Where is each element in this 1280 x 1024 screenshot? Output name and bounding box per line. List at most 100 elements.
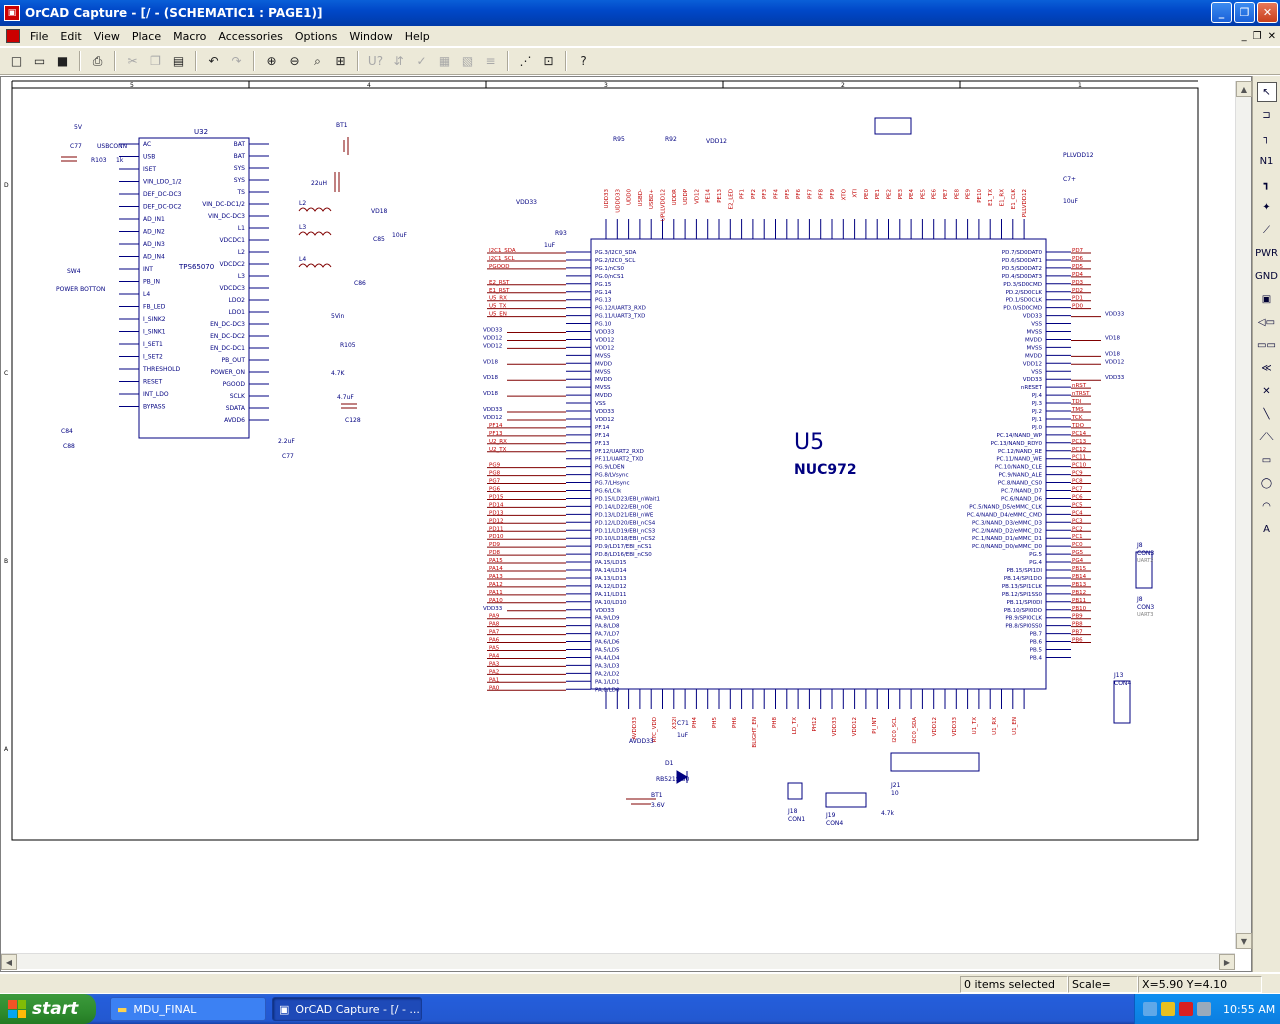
toolbar-separator	[195, 51, 197, 71]
drc-icon[interactable]: ✓	[416, 54, 427, 68]
menu-edit[interactable]: Edit	[60, 29, 82, 43]
place-bus-entry-icon[interactable]: ⟋	[1263, 224, 1270, 236]
back-annotate-icon[interactable]: ⇵	[393, 54, 404, 68]
place-power-icon[interactable]: PWR	[1255, 247, 1278, 259]
zoom-all-icon[interactable]: ⊞	[335, 54, 346, 68]
place-text-icon[interactable]: A	[1263, 523, 1270, 535]
clock[interactable]: 10:55 AM	[1223, 1002, 1276, 1016]
zoom-area-icon[interactable]: ⌕	[314, 53, 321, 68]
menu-place[interactable]: Place	[131, 29, 162, 43]
u5-pin-label: PF.13	[595, 441, 610, 447]
zoom-in-icon[interactable]: ⊕	[266, 54, 277, 68]
u5-pin-label: PC.1/NAND_D1/eMMC_D1	[972, 536, 1042, 542]
place-hierarchical-port-icon[interactable]: ◁▭	[1257, 316, 1276, 328]
menu-window[interactable]: Window	[349, 29, 393, 43]
place-rectangle-icon[interactable]: ▭	[1261, 454, 1272, 466]
u32-pin-label: VIN_DC-DC3	[208, 213, 245, 220]
start-button[interactable]: start	[0, 994, 96, 1024]
menu-accessories[interactable]: Accessories	[218, 29, 283, 43]
scroll-up-button[interactable]: ▲	[1236, 81, 1252, 97]
doc-minimize-button[interactable]: _	[1241, 30, 1247, 42]
tray-arrow-icon[interactable]	[1143, 1002, 1157, 1016]
net-label: PB10	[1072, 606, 1087, 612]
scroll-right-button[interactable]: ▶	[1219, 954, 1235, 970]
redo-icon[interactable]: ↷	[231, 54, 242, 68]
u32-pin-label: L4	[143, 291, 150, 298]
zone-top-label: 2	[841, 82, 845, 89]
u5-pin-label: PA.13/LD13	[595, 576, 627, 582]
horizontal-scrollbar[interactable]: ◀ ▶	[1, 953, 1235, 970]
zoom-out-icon[interactable]: ⊖	[289, 54, 300, 68]
component-label: C86	[354, 280, 366, 287]
place-hierarchical-block-icon[interactable]: ▣	[1261, 293, 1272, 305]
u5-pin-label: MVDD	[595, 377, 612, 383]
print-icon[interactable]: ⎙	[92, 53, 103, 68]
save-icon[interactable]: ■	[56, 54, 69, 68]
scroll-down-button[interactable]: ▼	[1236, 933, 1252, 949]
snap-to-grid-icon[interactable]: ⋰	[519, 54, 532, 68]
place-part-icon[interactable]: ⊐	[1262, 109, 1271, 121]
place-no-connect-icon[interactable]: ✕	[1262, 385, 1271, 397]
u5-pin-label: MVDD	[1025, 353, 1042, 359]
security-shield-icon[interactable]	[1161, 1002, 1175, 1016]
document-icon[interactable]	[6, 29, 20, 43]
doc-close-button[interactable]: ✕	[1267, 30, 1276, 42]
place-ellipse-icon[interactable]: ◯	[1260, 477, 1273, 489]
select-tool-icon[interactable]: ↖	[1256, 82, 1277, 102]
annotate-icon[interactable]: U?	[367, 54, 384, 68]
cut-icon[interactable]: ✂	[127, 54, 138, 68]
netlist-icon[interactable]: ▦	[438, 54, 451, 68]
place-wire-icon[interactable]: ┐	[1263, 132, 1270, 144]
menu-options[interactable]: Options	[294, 29, 338, 43]
u32-pin-label: SDATA	[226, 405, 246, 412]
copy-icon[interactable]: ❐	[150, 54, 161, 68]
place-line-icon[interactable]: ╲	[1263, 408, 1270, 420]
bom-icon[interactable]: ≡	[485, 54, 496, 68]
net-label: PG5	[1072, 550, 1084, 556]
place-net-alias-icon[interactable]: N1	[1259, 155, 1274, 167]
place-junction-icon[interactable]: ✦	[1262, 201, 1271, 213]
close-button[interactable]: ✕	[1257, 2, 1278, 23]
place-off-page-connector-icon[interactable]: ≪	[1261, 362, 1272, 374]
place-polyline-icon[interactable]: ⟋⟍	[1259, 431, 1274, 443]
zone-left-label: C	[4, 370, 8, 377]
doc-restore-button[interactable]: ❐	[1252, 30, 1262, 42]
alert-shield-icon[interactable]	[1179, 1002, 1193, 1016]
connector-value: 10	[891, 790, 899, 797]
orcad-app-icon[interactable]: ▣	[4, 5, 20, 21]
component-label: 1uF	[544, 242, 556, 249]
net-label: PG6	[489, 487, 501, 493]
undo-icon[interactable]: ↶	[208, 54, 219, 68]
task-mdu-final[interactable]: ▬ MDU_FINAL	[110, 997, 266, 1021]
net-label: E1_RX	[1000, 189, 1006, 207]
u5-pin-label: PC.7/NAND_D7	[1001, 489, 1042, 495]
u5-pin-label: VDD12	[595, 345, 614, 351]
project-manager-icon[interactable]: ⊡	[543, 54, 554, 68]
scroll-left-button[interactable]: ◀	[1, 954, 17, 970]
place-ground-icon[interactable]: GND	[1255, 270, 1278, 282]
place-bus-icon[interactable]: ┓	[1263, 178, 1270, 190]
help-icon[interactable]: ?	[580, 54, 587, 68]
menu-view[interactable]: View	[93, 29, 120, 43]
menu-file[interactable]: File	[30, 29, 49, 43]
new-icon[interactable]: □	[10, 54, 23, 68]
minimize-button[interactable]: _	[1211, 2, 1232, 23]
cross-reference-icon[interactable]: ▧	[461, 54, 474, 68]
vertical-scrollbar[interactable]: ▲ ▼	[1235, 81, 1252, 949]
place-arc-icon[interactable]: ◠	[1262, 500, 1271, 512]
paste-icon[interactable]: ▤	[172, 54, 185, 68]
open-icon[interactable]: ▭	[33, 54, 46, 68]
zone-left-label: D	[4, 182, 9, 189]
restore-button[interactable]: ❐	[1234, 2, 1255, 23]
menu-macro[interactable]: Macro	[173, 29, 207, 43]
network-icon[interactable]	[1197, 1002, 1211, 1016]
place-hierarchical-pin-icon[interactable]: ▭▭	[1257, 339, 1276, 351]
net-label: PC13	[1072, 439, 1087, 445]
menu-help[interactable]: Help	[404, 29, 430, 43]
task-orcad-capture[interactable]: ▣ OrCAD Capture - [/ - ...	[272, 997, 422, 1021]
net-label: PC0	[1072, 542, 1083, 548]
u5-pin-label: PB.5	[1030, 648, 1043, 654]
component-label: D1	[665, 760, 674, 767]
